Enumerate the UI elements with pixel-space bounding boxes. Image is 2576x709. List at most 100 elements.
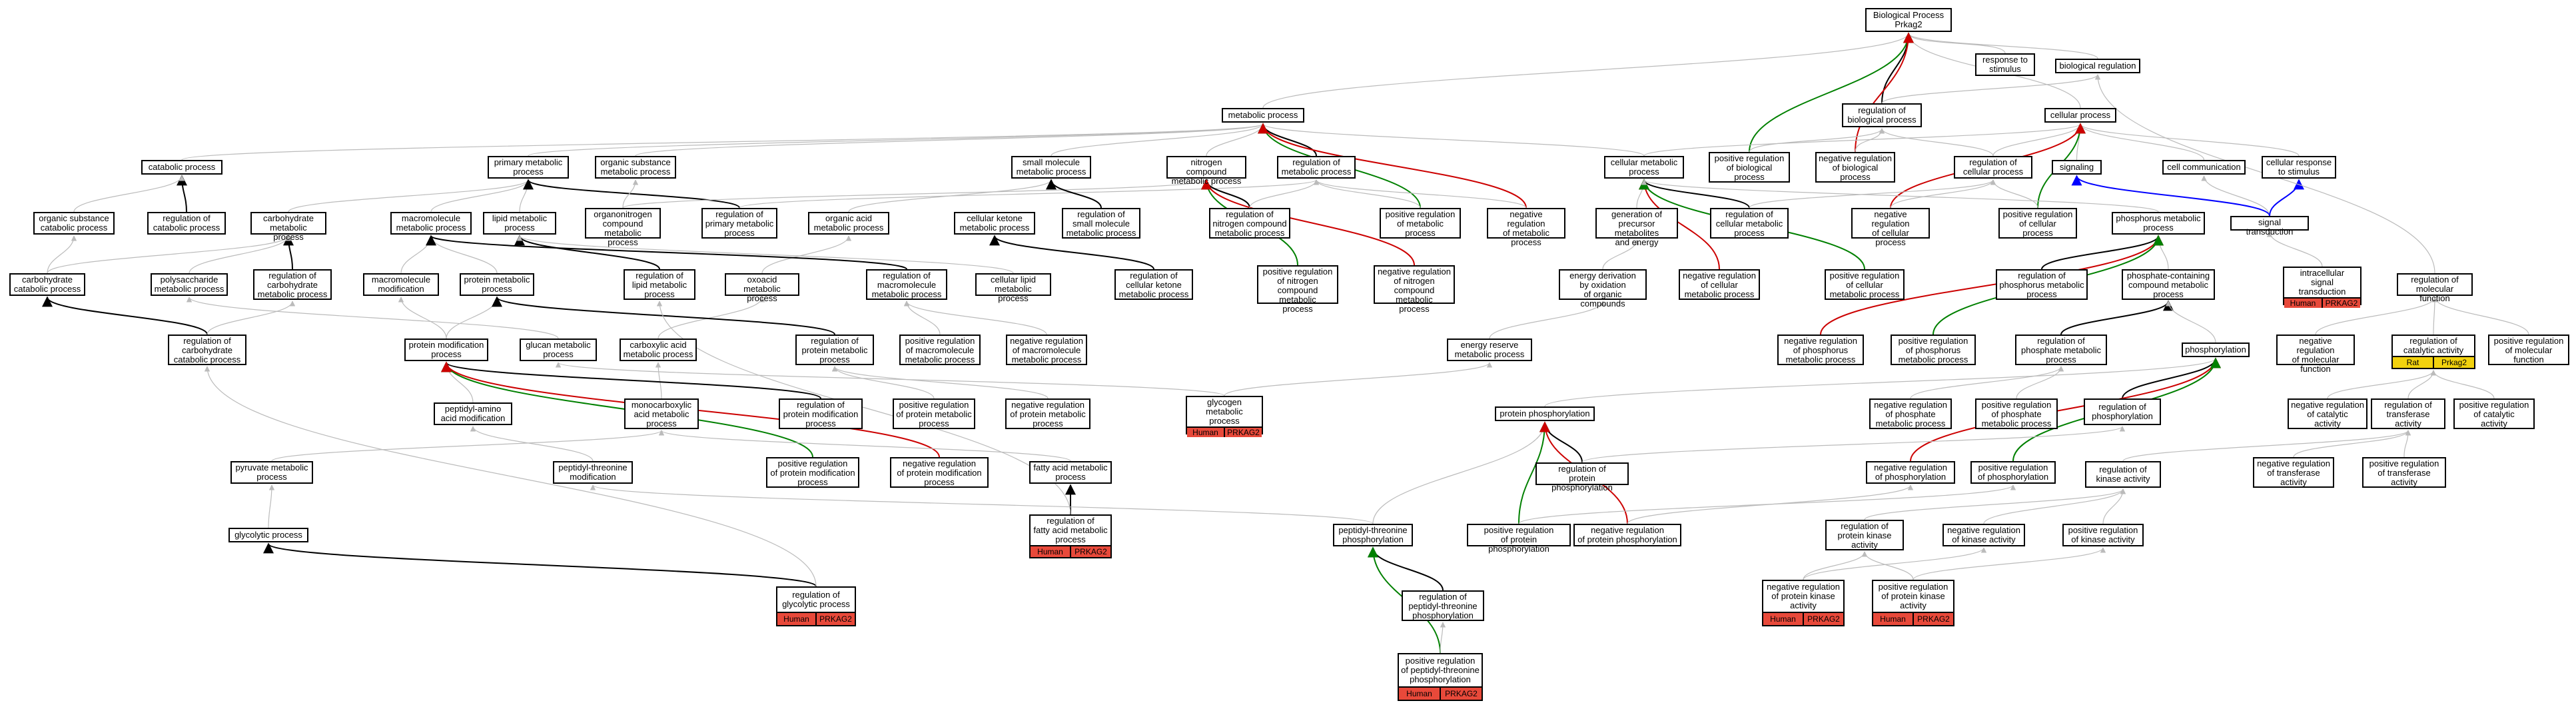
go-term-node[interactable]: regulation of catabolic process: [147, 212, 226, 235]
go-term-node[interactable]: peptidyl-threonine phosphorylation: [1333, 524, 1413, 546]
go-term-node[interactable]: negative regulation of nitrogen compound…: [1374, 265, 1455, 314]
go-term-node[interactable]: regulation of phosphate metabolic proces…: [2015, 335, 2107, 365]
go-term-node[interactable]: oxoacid metabolic process: [725, 273, 799, 303]
go-term-node[interactable]: Biological Process Prkag2: [1865, 8, 1952, 32]
go-term-node[interactable]: biological regulation: [2055, 59, 2140, 73]
go-term-node[interactable]: negative regulation of phosphate metabol…: [1869, 398, 1952, 429]
go-term-node[interactable]: organic substance catabolic process: [33, 212, 115, 235]
go-term-node[interactable]: positive regulation of protein modificat…: [766, 457, 859, 488]
go-term-node[interactable]: regulation of lipid metabolic process: [624, 269, 695, 300]
go-term-node[interactable]: regulation of cellular process: [1954, 156, 2032, 179]
go-term-node[interactable]: regulation of metabolic process: [1277, 156, 1356, 179]
go-term-node[interactable]: positive regulation of cellular process: [1998, 208, 2077, 239]
go-term-node[interactable]: regulation of transferase activity: [2371, 398, 2445, 429]
go-term-node[interactable]: positive regulation of peptidyl-threonin…: [1398, 653, 1483, 701]
go-term-node[interactable]: regulation of carbohydrate catabolic pro…: [168, 335, 246, 365]
go-term-node[interactable]: signal transduction: [2230, 216, 2309, 237]
go-term-node[interactable]: negative regulation of protein modificat…: [890, 457, 989, 488]
go-term-node[interactable]: cellular response to stimulus: [2262, 156, 2336, 179]
go-term-node[interactable]: positive regulation of phosphate metabol…: [1975, 398, 2058, 429]
go-term-node[interactable]: regulation of protein phosphorylation: [1535, 462, 1629, 492]
go-term-node[interactable]: cellular metabolic process: [1604, 156, 1684, 179]
go-term-node[interactable]: positive regulation of cellular metaboli…: [1825, 269, 1905, 300]
go-term-node[interactable]: cellular lipid metabolic process: [975, 273, 1051, 303]
go-term-node[interactable]: regulation of kinase activity: [2085, 461, 2161, 488]
go-term-node[interactable]: negative regulation of transferase activ…: [2253, 457, 2334, 488]
go-term-node[interactable]: regulation of nitrogen compound metaboli…: [1209, 208, 1290, 239]
go-term-node[interactable]: positive regulation of nitrogen compound…: [1257, 265, 1338, 314]
go-term-node[interactable]: regulation of protein metabolic process: [795, 335, 874, 365]
go-term-node[interactable]: signaling: [2052, 160, 2102, 175]
go-term-node[interactable]: positive regulation of kinase activity: [2062, 524, 2144, 546]
go-term-node[interactable]: regulation of carbohydrate metabolic pro…: [253, 269, 332, 300]
go-term-node[interactable]: positive regulation of biological proces…: [1709, 152, 1790, 183]
go-term-node[interactable]: negative regulation of protein phosphory…: [1573, 524, 1681, 546]
go-term-node[interactable]: organic acid metabolic process: [808, 212, 889, 235]
go-term-node[interactable]: positive regulation of protein metabolic…: [893, 398, 975, 429]
go-term-node[interactable]: nitrogen compound metabolic process: [1166, 156, 1246, 186]
go-term-node[interactable]: regulation of phosphorus metabolic proce…: [1996, 269, 2088, 300]
go-term-node[interactable]: cellular ketone metabolic process: [954, 212, 1035, 235]
go-term-node[interactable]: phosphorus metabolic process: [2112, 212, 2205, 235]
go-term-node[interactable]: pyruvate metabolic process: [230, 461, 313, 484]
go-term-node[interactable]: positive regulation of metabolic process: [1380, 208, 1461, 239]
go-term-node[interactable]: positive regulation of macromolecule met…: [899, 335, 981, 365]
go-term-node[interactable]: negative regulation of metabolic process: [1487, 208, 1565, 247]
go-term-node[interactable]: negative regulation of protein metabolic…: [1005, 398, 1090, 429]
go-term-node[interactable]: negative regulation of molecular functio…: [2276, 335, 2355, 374]
go-term-node[interactable]: glucan metabolic process: [520, 339, 597, 361]
go-term-node[interactable]: carbohydrate catabolic process: [9, 273, 85, 296]
go-term-node[interactable]: monocarboxylic acid metabolic process: [624, 398, 699, 429]
go-term-node[interactable]: carboxylic acid metabolic process: [620, 339, 697, 361]
go-term-node[interactable]: protein modification process: [404, 339, 488, 361]
go-term-node[interactable]: peptidyl-threonine modification: [553, 461, 633, 484]
go-term-node[interactable]: negative regulation of cellular process: [1851, 208, 1930, 247]
go-term-node[interactable]: phosphate-containing compound metabolic …: [2122, 269, 2215, 300]
go-term-node[interactable]: energy derivation by oxidation of organi…: [1559, 269, 1647, 309]
go-term-node[interactable]: carbohydrate metabolic process: [250, 212, 326, 242]
go-term-node[interactable]: small molecule metabolic process: [1011, 156, 1091, 179]
go-term-node[interactable]: lipid metabolic process: [483, 212, 556, 235]
go-term-node[interactable]: positive regulation of phosphorus metabo…: [1891, 335, 1976, 365]
go-term-node[interactable]: phosphorylation: [2182, 343, 2250, 357]
go-term-node[interactable]: polysaccharide metabolic process: [151, 273, 228, 296]
go-term-node[interactable]: regulation of fatty acid metabolic proce…: [1029, 514, 1112, 558]
go-term-node[interactable]: macromolecule metabolic process: [390, 212, 472, 235]
go-term-node[interactable]: regulation of primary metabolic process: [701, 208, 777, 239]
go-term-node[interactable]: regulation of phosphorylation: [2084, 398, 2161, 425]
go-term-node[interactable]: protein metabolic process: [460, 273, 534, 296]
go-term-node[interactable]: regulation of peptidyl-threonine phospho…: [1402, 590, 1484, 621]
go-term-node[interactable]: peptidyl-amino acid modification: [434, 402, 512, 425]
go-term-node[interactable]: catabolic process: [141, 160, 222, 175]
go-term-node[interactable]: regulation of cellular ketone metabolic …: [1114, 269, 1193, 300]
go-term-node[interactable]: fatty acid metabolic process: [1029, 461, 1112, 484]
go-term-node[interactable]: macromolecule modification: [363, 273, 439, 296]
go-term-node[interactable]: negative regulation of kinase activity: [1942, 524, 2025, 546]
go-term-node[interactable]: response to stimulus: [1975, 53, 2035, 76]
go-term-node[interactable]: positive regulation of protein phosphory…: [1467, 524, 1571, 554]
go-term-node[interactable]: regulation of cellular metabolic process: [1710, 208, 1789, 239]
go-term-node[interactable]: regulation of protein modification proce…: [779, 398, 863, 429]
go-term-node[interactable]: regulation of small molecule metabolic p…: [1062, 208, 1140, 239]
go-term-node[interactable]: regulation of molecular function: [2397, 273, 2473, 303]
go-term-node[interactable]: regulation of protein kinase activity: [1825, 520, 1904, 550]
go-term-node[interactable]: positive regulation of protein kinase ac…: [1872, 580, 1954, 626]
go-term-node[interactable]: regulation of macromolecule metabolic pr…: [866, 269, 947, 300]
go-term-node[interactable]: generation of precursor metabolites and …: [1595, 208, 1678, 247]
go-term-node[interactable]: negative regulation of protein kinase ac…: [1762, 580, 1845, 626]
go-term-node[interactable]: regulation of biological process: [1842, 103, 1922, 127]
go-term-node[interactable]: negative regulation of cellular metaboli…: [1679, 269, 1760, 300]
go-term-node[interactable]: negative regulation of phosphorus metabo…: [1777, 335, 1864, 365]
go-term-node[interactable]: negative regulation of biological proces…: [1815, 152, 1895, 183]
go-term-node[interactable]: positive regulation of catalytic activit…: [2453, 398, 2535, 429]
go-term-node[interactable]: negative regulation of phosphorylation: [1866, 461, 1955, 484]
go-term-node[interactable]: cell communication: [2162, 160, 2246, 175]
go-term-node[interactable]: positive regulation of transferase activ…: [2362, 457, 2446, 488]
go-term-node[interactable]: protein phosphorylation: [1495, 406, 1595, 421]
go-term-node[interactable]: metabolic process: [1222, 108, 1304, 123]
go-term-node[interactable]: energy reserve metabolic process: [1447, 339, 1532, 361]
go-term-node[interactable]: positive regulation of phosphorylation: [1970, 461, 2056, 484]
go-term-node[interactable]: positive regulation of molecular functio…: [2488, 335, 2569, 365]
